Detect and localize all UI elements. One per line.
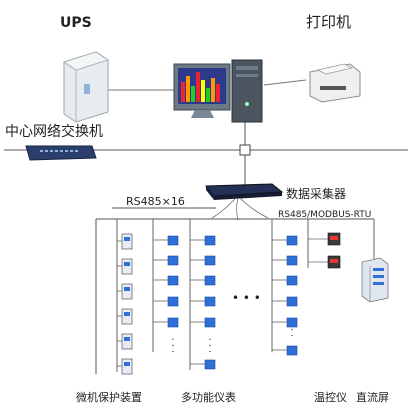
ups-icon	[63, 51, 109, 123]
workstation-icon	[173, 59, 263, 123]
vertical-ellipsis-2: ···	[208, 335, 212, 358]
ellipsis-label: • • •	[232, 291, 261, 305]
meters-col-3	[286, 235, 298, 356]
protection-devices	[117, 233, 133, 375]
printer-label: 打印机	[306, 13, 352, 31]
dc-panel-icon	[361, 257, 389, 303]
meters-col-2	[204, 235, 216, 370]
rs485-ports-label: RS485×16	[126, 195, 185, 208]
ups-label: UPS	[60, 15, 92, 31]
temp-controllers	[308, 232, 341, 269]
dc-panel-label: 直流屏	[356, 391, 389, 404]
multifunction-meter-label: 多功能仪表	[181, 391, 236, 404]
rs485-modbus-label: RS485/MODBUS-RTU	[278, 210, 372, 220]
temp-controller-label: 温控仪	[314, 391, 347, 404]
protection-device-label: 微机保护装置	[76, 391, 142, 404]
network-switch-label: 中心网络交换机	[5, 124, 103, 140]
vertical-ellipsis-1: ···	[171, 335, 175, 358]
printer-icon	[309, 63, 361, 103]
data-collector-label: 数据采集器	[286, 187, 347, 201]
meters-col-1	[167, 235, 179, 328]
vertical-ellipsis-3: ··	[290, 325, 294, 342]
data-collector-icon	[204, 183, 284, 200]
network-switch-icon	[25, 145, 97, 161]
junction-node	[239, 144, 251, 156]
